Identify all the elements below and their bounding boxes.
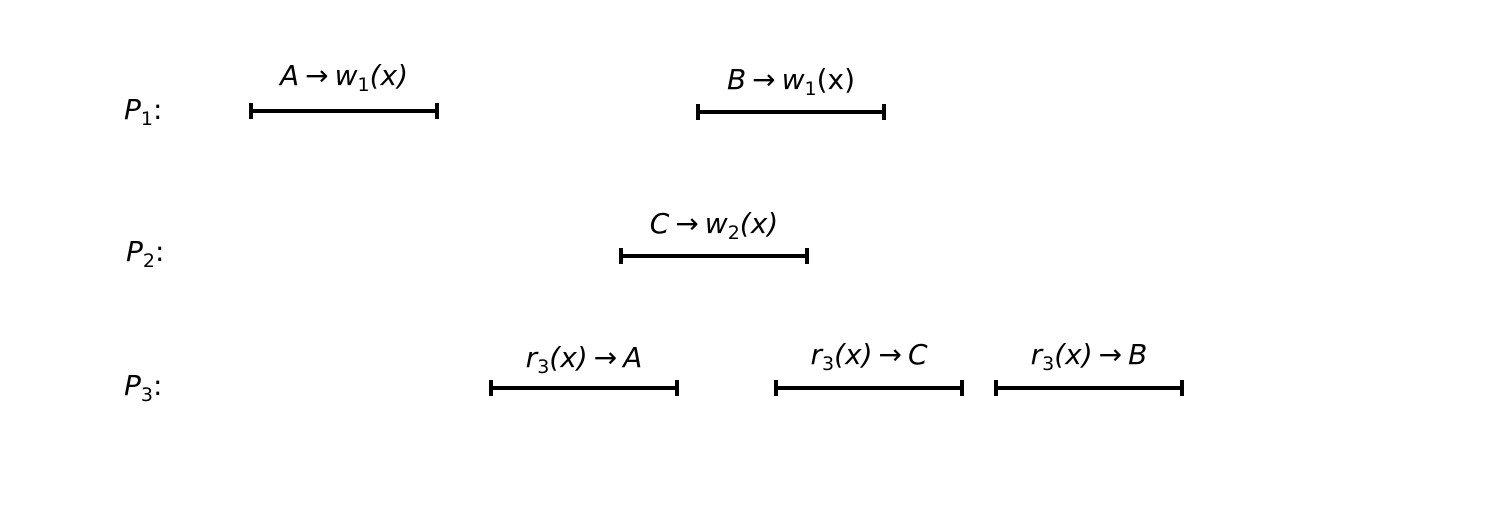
function-subscript: 3: [821, 353, 835, 375]
value-a: A: [623, 341, 643, 374]
process-subscript: 3: [140, 384, 153, 406]
interval-end-tick: [675, 380, 679, 396]
operation-p3-read-b: r3(x)→B: [994, 341, 1184, 401]
arrow-icon: →: [593, 341, 618, 374]
function-subscript: 3: [1042, 353, 1055, 375]
process-colon: :: [152, 93, 163, 126]
operation-label: r3(x)→A: [489, 344, 679, 377]
value-b: B: [726, 63, 747, 96]
process-subscript: 1: [140, 108, 153, 130]
process-label-p3: P3:: [124, 372, 162, 405]
function-subscript: 3: [537, 356, 550, 378]
process-label-p1: P1:: [124, 96, 162, 129]
interval-bar: [619, 248, 809, 264]
operation-label: r3(x)→C: [774, 341, 964, 374]
interval-bar: [696, 104, 886, 120]
arrow-icon: →: [305, 59, 329, 92]
operation-p1-write-a: A→w1(x): [249, 62, 439, 122]
function-name: r: [810, 338, 822, 371]
process-subscript: 2: [142, 250, 155, 272]
operation-p1-write-b: B→w1(x): [696, 66, 886, 126]
interval-line: [619, 254, 809, 258]
interval-end-tick: [435, 103, 439, 119]
function-arg: (x): [739, 207, 779, 240]
function-name: r: [525, 341, 538, 374]
arrow-icon: →: [878, 338, 902, 371]
interval-line: [249, 109, 439, 113]
function-arg: (x): [816, 63, 856, 96]
function-name: w: [781, 63, 805, 96]
function-subscript: 1: [357, 74, 370, 96]
function-arg: (x): [1054, 338, 1093, 371]
value-c: C: [907, 338, 928, 371]
value-c: C: [649, 207, 670, 240]
process-letter: P: [124, 369, 141, 402]
interval-line: [774, 386, 964, 390]
interval-end-tick: [882, 104, 886, 120]
interval-line: [696, 110, 886, 114]
arrow-icon: →: [752, 63, 776, 96]
function-name: r: [1030, 338, 1043, 371]
process-colon: :: [152, 369, 163, 402]
process-label-p2: P2:: [126, 238, 164, 271]
interval-bar: [994, 380, 1184, 396]
arrow-icon: →: [1098, 338, 1123, 371]
process-letter: P: [126, 235, 143, 268]
operation-label: C→w2(x): [619, 210, 809, 243]
interval-end-tick: [805, 248, 809, 264]
interval-line: [994, 386, 1184, 390]
process-colon: :: [154, 235, 165, 268]
operation-p2-write-c: C→w2(x): [619, 210, 809, 270]
function-subscript: 2: [727, 222, 740, 244]
function-subscript: 1: [804, 78, 817, 100]
operation-label: B→w1(x): [696, 66, 886, 99]
interval-end-tick: [1180, 380, 1184, 396]
process-letter: P: [124, 93, 141, 126]
value-b: B: [1128, 338, 1148, 371]
function-name: w: [704, 207, 728, 240]
operation-label: r3(x)→B: [994, 341, 1184, 374]
function-arg: (x): [549, 341, 588, 374]
interval-bar: [774, 380, 964, 396]
operation-label: A→w1(x): [249, 62, 439, 95]
interval-end-tick: [960, 380, 964, 396]
interval-line: [489, 386, 679, 390]
function-arg: (x): [834, 338, 873, 371]
function-name: w: [334, 59, 358, 92]
arrow-icon: →: [675, 207, 699, 240]
function-arg: (x): [369, 59, 409, 92]
value-a: A: [279, 59, 300, 92]
interval-bar: [249, 103, 439, 119]
interval-bar: [489, 380, 679, 396]
operation-p3-read-a: r3(x)→A: [489, 344, 679, 404]
operation-p3-read-c: r3(x)→C: [774, 341, 964, 401]
